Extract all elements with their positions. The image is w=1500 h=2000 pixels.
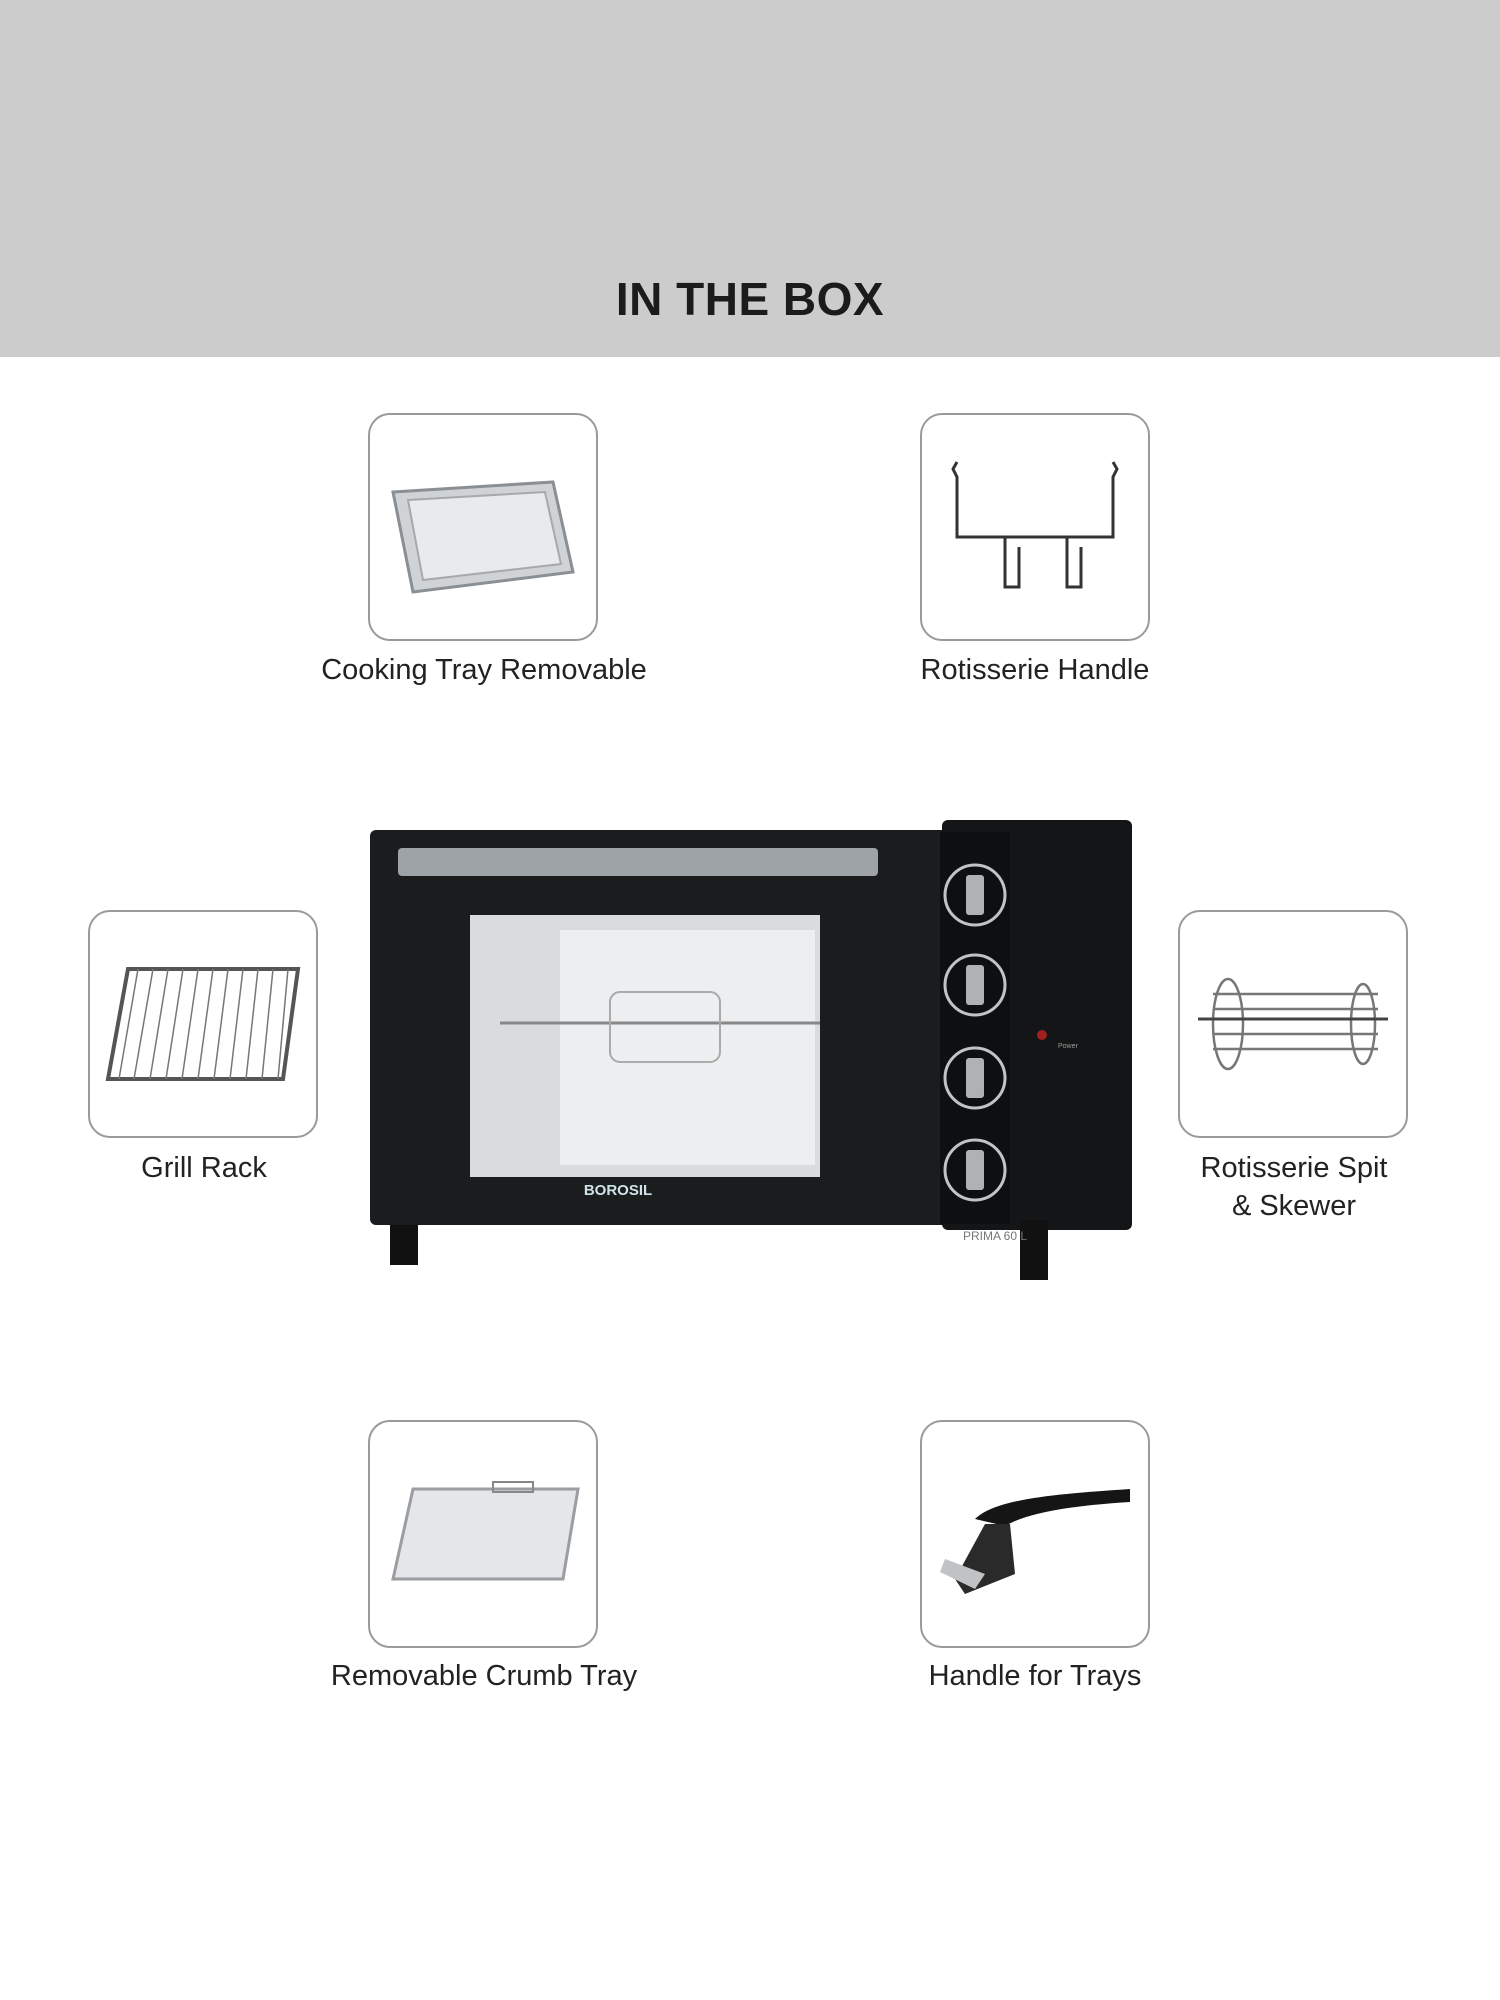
item-label-line: Rotisserie Spit [1200, 1152, 1388, 1184]
item-card-crumb-tray [368, 1420, 598, 1648]
power-indicator [1037, 1030, 1047, 1040]
rotisserie-handle-icon [951, 461, 1119, 589]
item-label: Grill Rack [141, 1152, 267, 1184]
item-card-rotisserie-spit [1178, 910, 1408, 1138]
item-label: Rotisserie Spit & Skewer [1094, 1149, 1494, 1225]
item-card-grill-rack [88, 910, 318, 1138]
item-label-line: & Skewer [1231, 1190, 1357, 1222]
power-label: Power [1058, 1043, 1079, 1050]
item-card-cooking-tray [368, 413, 598, 641]
brand-logo: BOROSIL [584, 1182, 652, 1199]
item-label: Cooking Tray Removable [321, 654, 647, 686]
item-label: Rotisserie Handle [920, 654, 1150, 686]
cooking-tray-icon [391, 480, 575, 594]
tray-handle-icon [940, 1489, 1130, 1594]
rotisserie-spit-icon [1198, 977, 1388, 1071]
page-title: IN THE BOX [615, 273, 885, 325]
model-label: PRIMA 60 L [963, 1229, 1027, 1243]
item-card-tray-handle [920, 1420, 1150, 1648]
oven-product-image: BOROSIL PRIMA 60 L Power [370, 820, 1132, 1280]
item-label: Removable Crumb Tray [330, 1660, 638, 1692]
item-card-rotisserie-handle [920, 413, 1150, 641]
crumb-tray-icon [391, 1481, 580, 1581]
grill-rack-icon [105, 967, 301, 1081]
item-label: Handle for Trays [928, 1660, 1142, 1692]
header-banner [0, 0, 1500, 357]
